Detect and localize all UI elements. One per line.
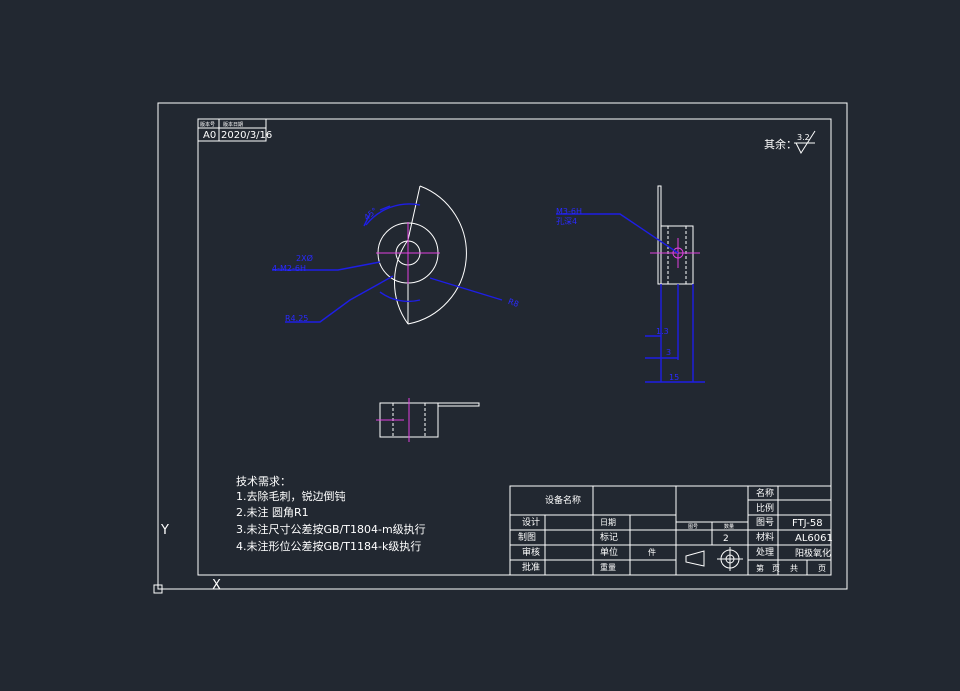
tb-treatment: 阳极氧化: [795, 547, 831, 559]
tech-req-title: 技术需求：: [236, 475, 291, 488]
tb-review: 审核: [522, 546, 540, 558]
tb-drawing-no: FTJ-58: [792, 518, 823, 529]
tb-sheet-4: 页: [818, 564, 826, 573]
surface-note-value: 3.2: [797, 133, 810, 142]
side-view: [650, 185, 700, 285]
side-view-dimensions: M3-6H 孔深4 1.3 3 15: [556, 207, 705, 383]
front-radius-small: R4.25: [285, 314, 308, 323]
front-hole-note-1: 2XØ: [296, 253, 313, 263]
revision-box: 版本号 版本日期 A0 2020/3/16: [197, 118, 272, 142]
side-note-1: M3-6H: [556, 207, 582, 216]
roughness-symbol-icon: [794, 130, 816, 155]
tb-weight-label: 重量: [600, 562, 616, 572]
front-hole-note-2: 4-M2-6H: [272, 264, 306, 273]
tb-mark: 标记: [600, 531, 618, 543]
tb-design: 设计: [522, 516, 540, 528]
tb-material: AL6061: [795, 533, 833, 544]
ucs-x-label: X: [212, 578, 221, 593]
revision-version: A0: [203, 130, 216, 141]
tb-equipment-name: 设备名称: [545, 494, 581, 506]
tech-req-line: 2.未注 圆角R1: [236, 505, 309, 519]
title-block: 设备名称 设计 制图 审核 批准 日期 标记 单位 件 重量 图号 数量 2 名…: [509, 485, 833, 576]
tb-name-label: 名称: [756, 487, 774, 499]
tech-requirements: 技术需求： 1.去除毛刺，锐边倒钝 2.未注 圆角R1 3.未注尺寸公差按GB/…: [236, 475, 426, 553]
side-note-2: 孔深4: [556, 217, 577, 226]
outer-frame: [157, 102, 848, 590]
tb-drawing-no-label: 图号: [756, 517, 774, 528]
revision-date: 2020/3/16: [221, 130, 272, 141]
tb-treatment-label: 处理: [756, 546, 774, 558]
revision-header-version: 版本号: [200, 121, 215, 128]
ucs-y-label: Y: [160, 523, 169, 538]
front-view-dimensions: 45° 2XØ 4-M2-6H R4.25 R8: [272, 203, 520, 323]
bottom-view: [376, 398, 480, 442]
tb-scale-label: 比例: [756, 502, 774, 514]
front-radius-large: R8: [507, 297, 520, 309]
front-view: [376, 185, 467, 325]
tb-quantity-label: 数量: [724, 523, 734, 530]
tb-sheet-1: 第: [756, 563, 764, 573]
tb-material-label: 材料: [756, 531, 774, 543]
projection-cone-icon: [685, 550, 705, 567]
front-angle-dim: 45°: [362, 206, 379, 222]
tb-approve: 批准: [522, 561, 540, 573]
surface-roughness-note: 其余： 3.2: [764, 130, 816, 155]
tb-sheet-2: 页: [772, 564, 780, 573]
revision-header-date: 版本日期: [223, 121, 243, 128]
tb-page-label: 图号: [688, 524, 698, 530]
surface-note-label: 其余：: [764, 137, 797, 151]
tb-unit: 单位: [600, 546, 618, 558]
tech-req-line: 1.去除毛刺，锐边倒钝: [236, 489, 346, 503]
tb-drawing: 制图: [518, 531, 536, 543]
tech-req-line: 3.未注尺寸公差按GB/T1804-m级执行: [236, 522, 426, 536]
projection-circle-icon: [717, 547, 743, 571]
tb-sheet-3: 共: [790, 564, 798, 573]
side-dim-b: 3: [666, 348, 671, 357]
ucs-icon: Y X: [153, 523, 221, 594]
tb-quantity: 2: [723, 534, 729, 544]
tb-unit-value: 件: [648, 547, 656, 557]
tech-req-line: 4.未注形位公差按GB/T1184-k级执行: [236, 539, 421, 553]
side-dim-c: 15: [669, 373, 679, 382]
side-dim-a: 1.3: [656, 327, 669, 336]
tb-date-label: 日期: [600, 518, 616, 527]
